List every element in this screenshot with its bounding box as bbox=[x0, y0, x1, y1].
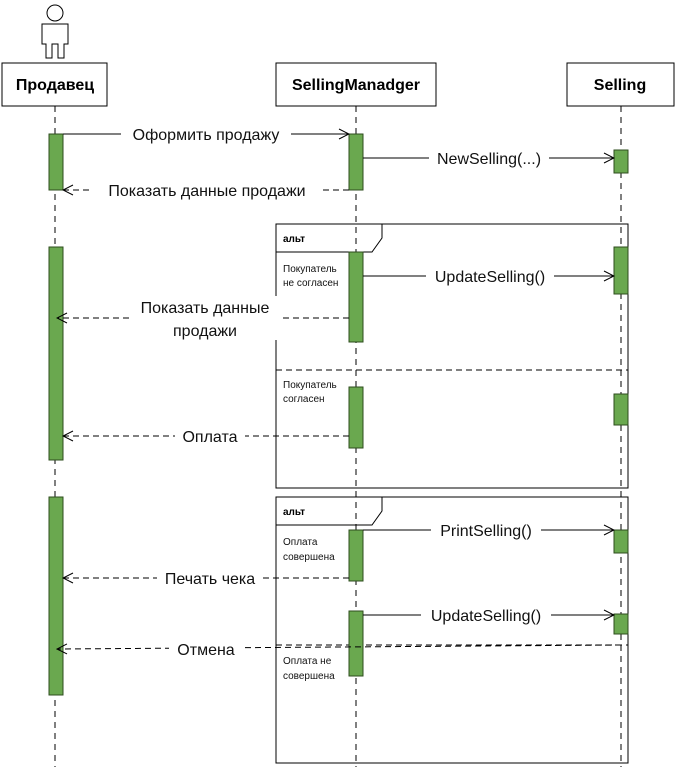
message-2-label: NewSelling(...) bbox=[437, 151, 541, 168]
message-6-label: Оплата bbox=[182, 429, 237, 446]
activation-selling-1 bbox=[613, 149, 629, 174]
activation-seller-3 bbox=[48, 496, 64, 696]
message-oplata: Оплата bbox=[63, 426, 349, 446]
alt-frame-1-guard-1a: Покупатель bbox=[283, 264, 337, 275]
message-updateselling-2: UpdateSelling() bbox=[363, 605, 614, 625]
activation-manager-5 bbox=[348, 610, 364, 677]
message-10-label: Отмена bbox=[177, 642, 235, 659]
activation-selling-2 bbox=[613, 246, 629, 295]
message-3-label: Показать данные продажи bbox=[108, 183, 305, 200]
activation-selling-3 bbox=[613, 393, 629, 426]
message-4-label: UpdateSelling() bbox=[435, 269, 545, 286]
activation-manager-4 bbox=[348, 529, 364, 582]
message-5-label-line2: продажи bbox=[173, 323, 237, 340]
message-printselling: PrintSelling() bbox=[363, 520, 614, 540]
activation-manager-1 bbox=[348, 133, 364, 191]
message-pechat-cheka: Печать чека bbox=[63, 568, 349, 588]
message-pokazat-dannye-2: Показать данные продажи bbox=[57, 296, 349, 340]
message-pokazat-dannye: Показать данные продажи bbox=[63, 180, 349, 200]
alt-frame-1-guard-2a: Покупатель bbox=[283, 380, 337, 391]
participant-selling-label: Selling bbox=[594, 77, 646, 94]
activation-seller-2 bbox=[48, 246, 64, 461]
activation-seller-1 bbox=[48, 133, 64, 191]
actor-icon bbox=[41, 4, 69, 59]
alt-frame-1-tag: альт bbox=[283, 234, 305, 245]
activation-selling-5 bbox=[613, 613, 629, 635]
message-otmena: Отмена bbox=[57, 639, 622, 659]
activation-manager-3 bbox=[348, 386, 364, 449]
participant-selling: Selling bbox=[566, 62, 675, 107]
message-updateselling-1: UpdateSelling() bbox=[363, 266, 614, 286]
alt-frame-2-guard-1a: Оплата bbox=[283, 537, 318, 548]
alt-frame-1: альт Покупатель не согласен Покупатель с… bbox=[275, 223, 629, 489]
alt-frame-2-tag: альт bbox=[283, 507, 305, 518]
message-newselling: NewSelling(...) bbox=[363, 148, 614, 168]
alt-frame-2-guard-1b: совершена bbox=[283, 552, 335, 563]
message-9-label: UpdateSelling() bbox=[431, 608, 541, 625]
alt-frame-2-guard-2a: Оплата не bbox=[283, 656, 332, 667]
message-1-label: Оформить продажу bbox=[133, 127, 280, 144]
alt-frame-1-guard-1b: не согласен bbox=[283, 278, 338, 289]
alt-frame-1-guard-2b: согласен bbox=[283, 394, 325, 405]
activation-selling-4 bbox=[613, 529, 629, 554]
message-oformit-prodazhu: Оформить продажу bbox=[63, 124, 349, 144]
message-8-label: Печать чека bbox=[165, 571, 255, 588]
message-7-label: PrintSelling() bbox=[440, 523, 532, 540]
activation-manager-2 bbox=[348, 251, 364, 343]
message-5-label-line1: Показать данные bbox=[141, 300, 270, 317]
participant-manager-label: SellingManadger bbox=[292, 77, 420, 94]
participant-seller: Продавец bbox=[1, 62, 108, 107]
alt-frame-2-guard-2b: совершена bbox=[283, 671, 335, 682]
participant-manager: SellingManadger bbox=[275, 62, 437, 107]
participant-seller-label: Продавец bbox=[16, 77, 94, 94]
